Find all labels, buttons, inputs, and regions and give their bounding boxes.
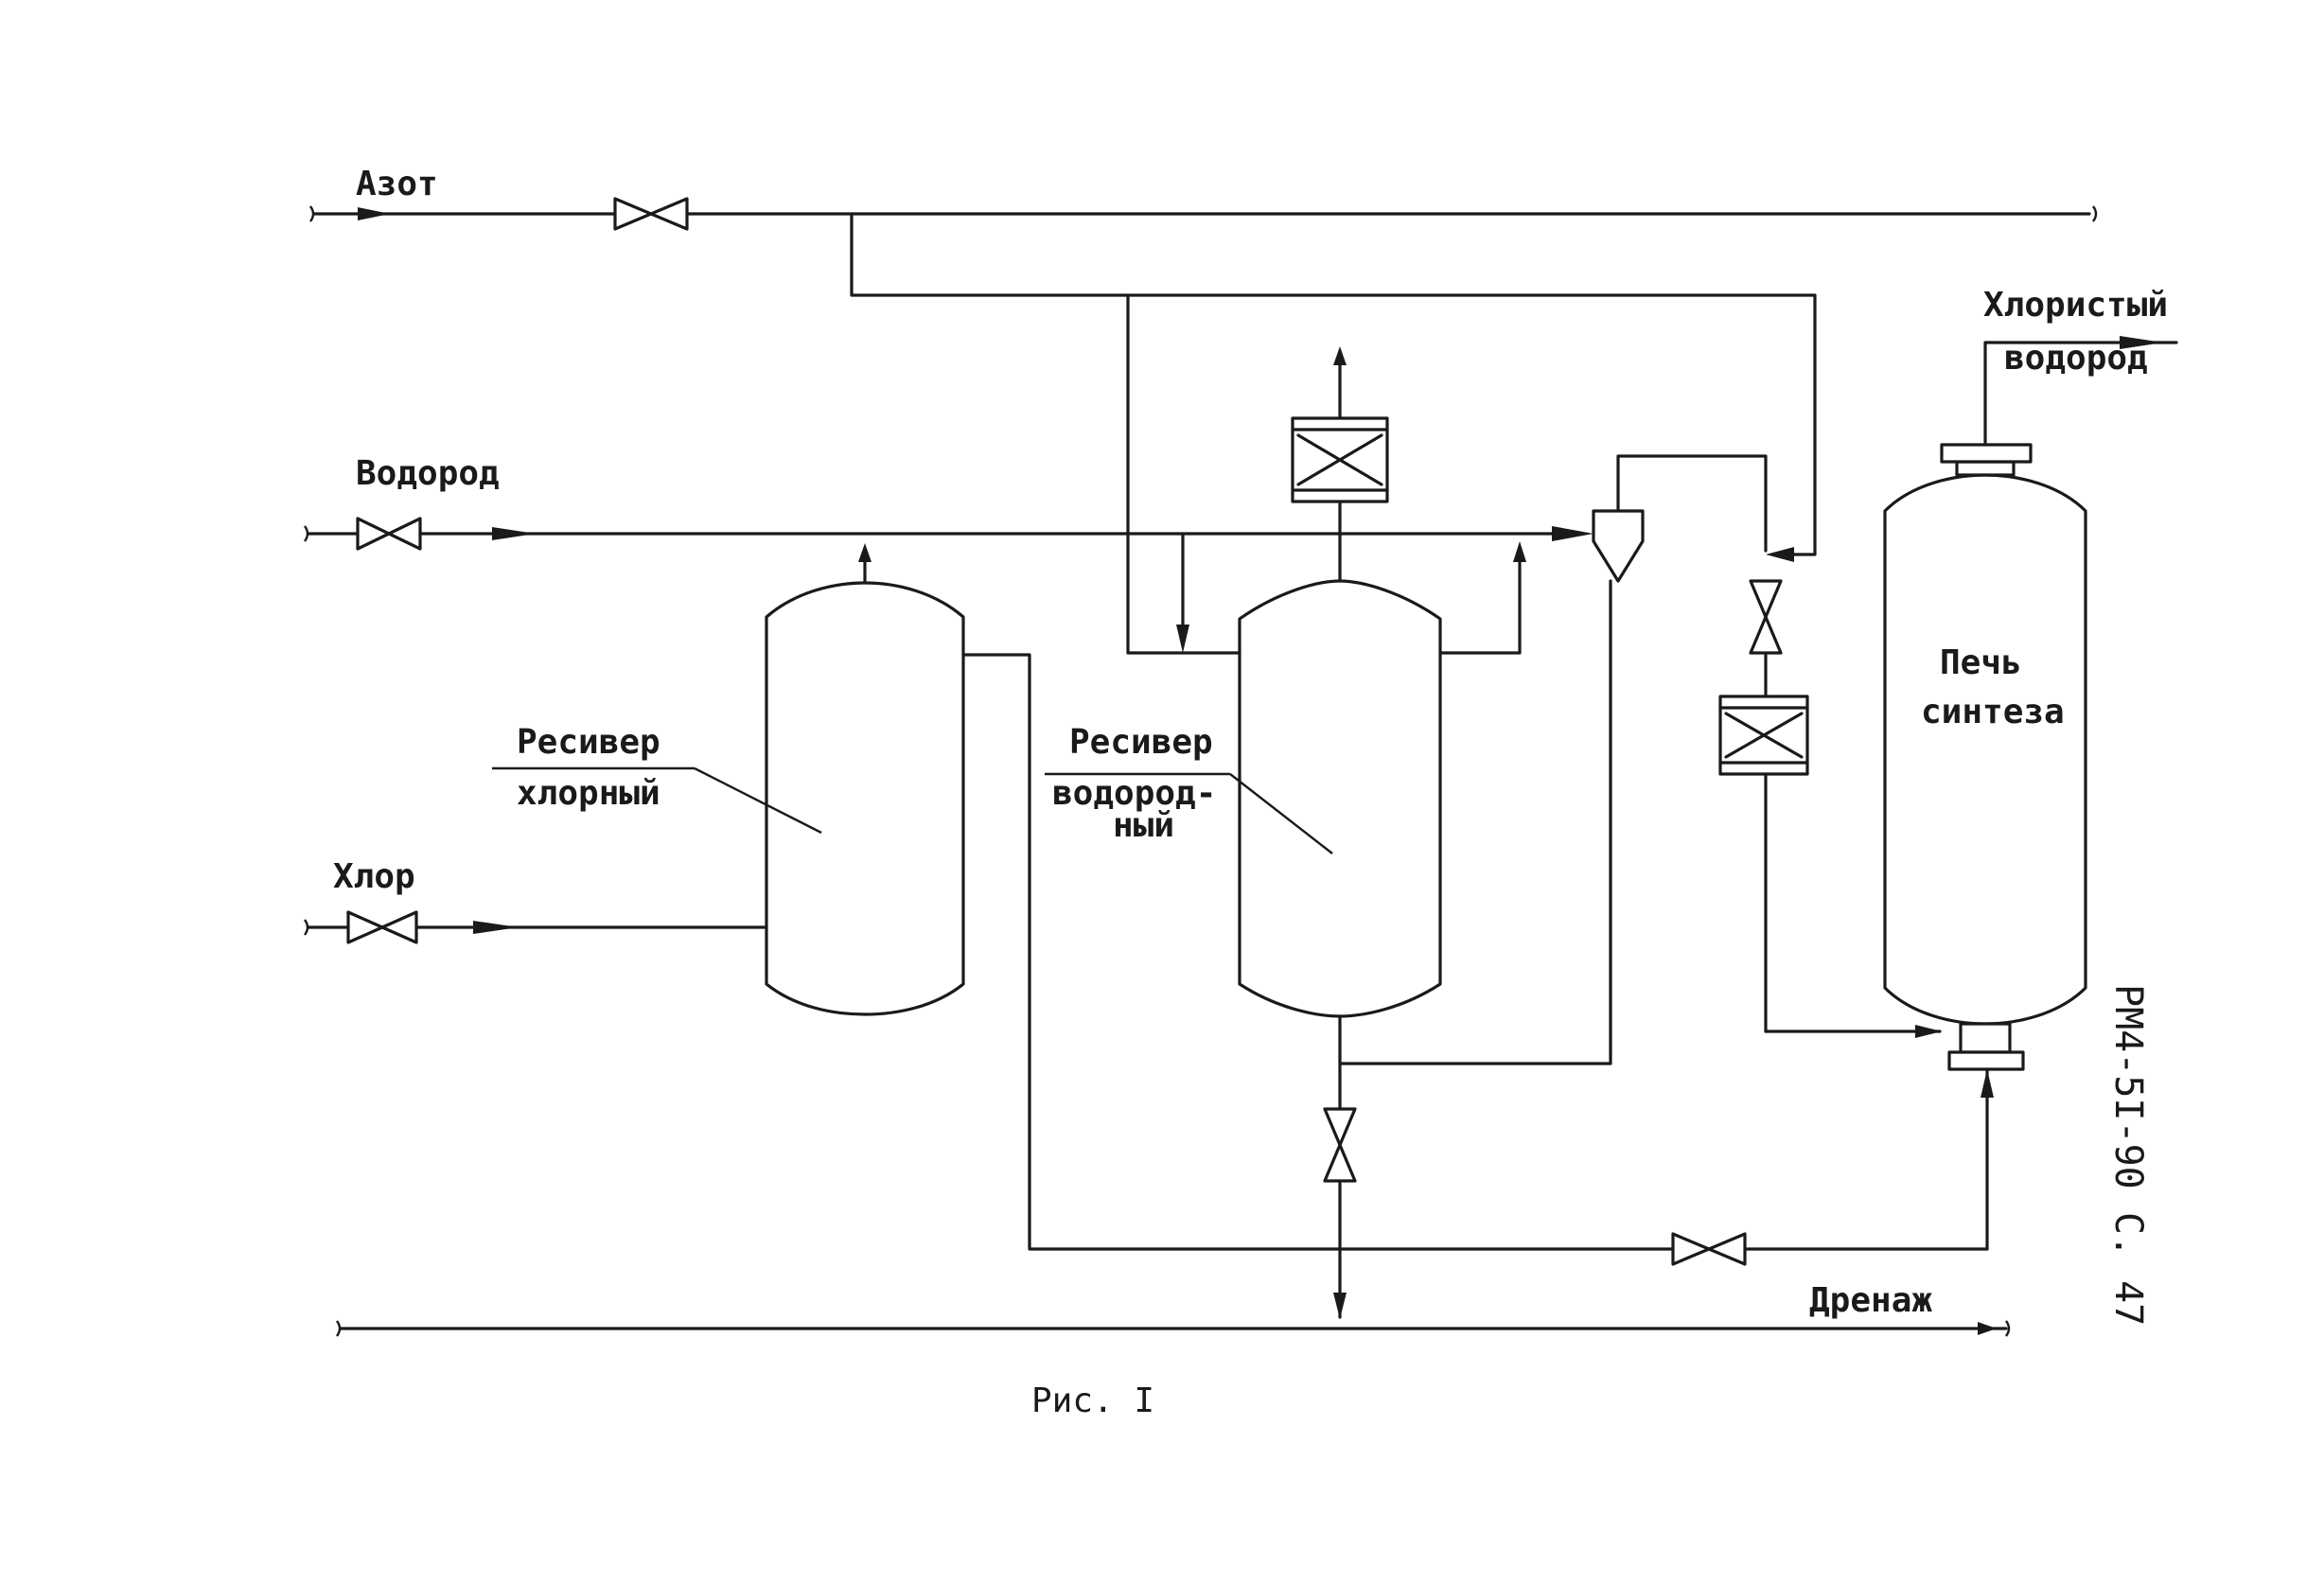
- flow-arrow-icon: [1513, 541, 1526, 562]
- document-code: РМ4-5I-90 С. 47: [2106, 984, 2150, 1326]
- mixer-valve[interactable]: [1749, 579, 1783, 655]
- flow-arrow-icon: [1766, 547, 1794, 562]
- drain-line: [336, 1320, 2011, 1337]
- label-receiver-hydrogen-2: водород-: [1052, 774, 1216, 813]
- label-nitrogen: Азот: [356, 165, 438, 203]
- hydrogen-line: [304, 525, 1593, 655]
- label-chlorine: Хлор: [333, 857, 415, 896]
- chlorine-receiver-leader: [492, 766, 822, 835]
- figure-caption: Рис. I: [1031, 1382, 1154, 1420]
- hydrogen-receiver-leader: [1045, 772, 1333, 854]
- flow-arrow-icon: [1981, 1069, 1994, 1098]
- flow-arrow-icon: [1176, 625, 1189, 653]
- vent-arrow-icon: [1333, 346, 1347, 365]
- label-hcl-2: водород: [2004, 339, 2148, 378]
- nitrogen-line: [309, 205, 2098, 655]
- label-drain: Дренаж: [1809, 1281, 1932, 1320]
- flow-arrow-icon: [2120, 336, 2163, 349]
- label-hydrogen: Водород: [356, 454, 500, 493]
- hydrogen-valve[interactable]: [356, 517, 422, 551]
- label-receiver-chlorine-2: хлорный: [517, 774, 660, 813]
- flow-arrow-icon: [492, 527, 536, 540]
- flow-arrow-icon: [1333, 1293, 1347, 1319]
- flame-arrester-top: [1291, 416, 1389, 503]
- flow-arrow-icon: [473, 921, 519, 934]
- flow-arrow-icon: [1552, 526, 1593, 541]
- hydrogen-drain-valve[interactable]: [1323, 1107, 1357, 1183]
- chlorine-receiver: [765, 543, 1994, 1251]
- label-receiver-hydrogen-1: Ресивер: [1069, 723, 1213, 762]
- label-receiver-hydrogen-3: ный: [1113, 806, 1174, 845]
- label-furnace-1: Печь: [1940, 643, 2022, 682]
- label-furnace-2: синтеза: [1921, 693, 2065, 731]
- vent-arrow-icon: [858, 543, 872, 562]
- chlorine-line: [304, 919, 768, 936]
- chlorine-feed-valve[interactable]: [1671, 1232, 1747, 1266]
- mixer-cone: [1592, 454, 1942, 1038]
- flame-arrester-right: [1718, 695, 1809, 776]
- synthesis-furnace: [1883, 336, 2178, 1071]
- flow-arrow-icon: [358, 207, 390, 220]
- chlorine-valve[interactable]: [346, 910, 418, 944]
- label-hcl-1: Хлористый: [1983, 286, 2168, 325]
- nitrogen-valve[interactable]: [613, 197, 689, 231]
- label-receiver-chlorine-1: Ресивер: [517, 723, 660, 762]
- flow-arrow-icon: [1915, 1025, 1942, 1038]
- hydrogen-receiver: [1238, 346, 1612, 1319]
- flow-arrow-icon: [1978, 1322, 1997, 1335]
